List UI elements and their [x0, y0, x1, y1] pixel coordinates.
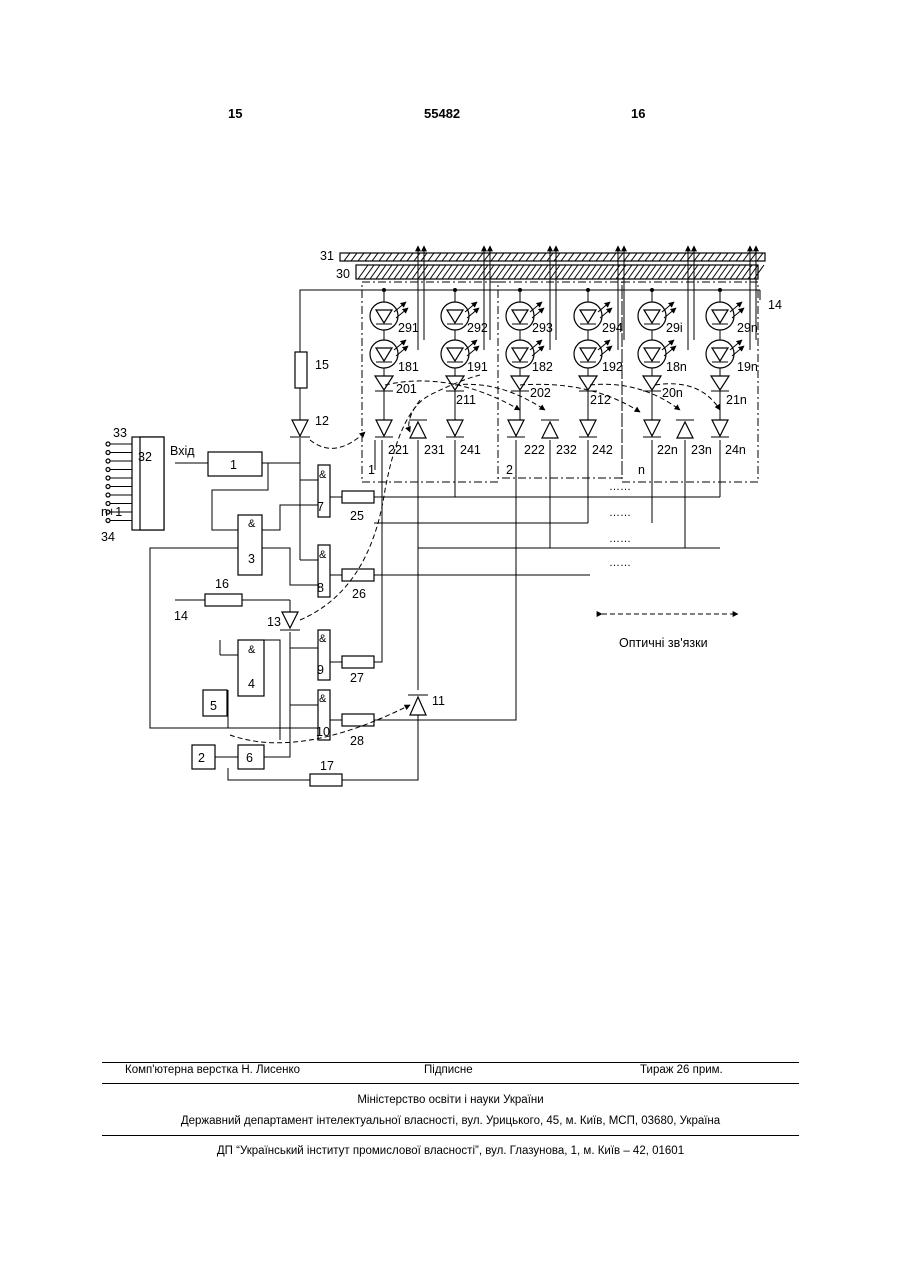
footer-rule-3	[102, 1135, 799, 1136]
svg-text:22n: 22n	[657, 443, 678, 457]
resistor-16	[205, 594, 242, 606]
footer-rule-1	[102, 1062, 799, 1063]
footer-subscription: Підписне	[424, 1064, 473, 1076]
label-6: 6	[246, 751, 253, 765]
svg-text:……: ……	[609, 557, 631, 569]
label-8: 8	[317, 581, 324, 595]
svg-text:&: &	[319, 693, 327, 705]
label-25: 25	[350, 509, 364, 523]
footer-typesetter: Комп'ютерна верстка Н. Лисенко	[125, 1064, 300, 1076]
label-13: 13	[267, 615, 281, 629]
label-28: 28	[350, 734, 364, 748]
label-input: Вхід	[170, 444, 195, 458]
label-14b: 14	[174, 609, 188, 623]
group-n-label: n	[638, 463, 645, 477]
footer-department: Державний департамент інтелектуальної вл…	[0, 1115, 901, 1127]
svg-text:21n: 21n	[726, 393, 747, 407]
label-2: 2	[198, 751, 205, 765]
diode-12	[292, 420, 308, 436]
label-10: 10	[316, 725, 330, 739]
label-11: 11	[432, 694, 445, 708]
svg-text:24n: 24n	[725, 443, 746, 457]
svg-text:291: 291	[398, 321, 419, 335]
svg-text:211: 211	[456, 393, 476, 407]
svg-text:29n: 29n	[737, 321, 758, 335]
resistor-26	[342, 569, 374, 581]
group-1-label: 1	[368, 463, 375, 477]
optical-links	[230, 375, 738, 743]
svg-text:182: 182	[532, 360, 553, 374]
label-n1: n+1	[101, 505, 122, 519]
svg-text:&: &	[319, 549, 327, 561]
resistor-25	[342, 491, 374, 503]
resistor-28	[342, 714, 374, 726]
label-9: 9	[317, 663, 324, 677]
resistor-17	[310, 774, 342, 786]
svg-text:19n: 19n	[737, 360, 758, 374]
svg-text:……: ……	[609, 481, 631, 493]
legend-optical-links: Оптичні зв'язки	[619, 636, 708, 650]
resistor-27	[342, 656, 374, 668]
svg-text:&: &	[248, 644, 256, 656]
footer-ministry: Міністерство освіти і науки України	[0, 1094, 901, 1106]
svg-text:191: 191	[467, 360, 488, 374]
label-3: 3	[248, 552, 255, 566]
label-34: 34	[101, 530, 115, 544]
svg-text:23n: 23n	[691, 443, 712, 457]
svg-text:&: &	[319, 633, 327, 645]
label-32: 32	[138, 450, 152, 464]
svg-text:232: 232	[556, 443, 577, 457]
svg-text:241: 241	[460, 443, 481, 457]
svg-text:201: 201	[396, 382, 417, 396]
svg-text:20n: 20n	[662, 386, 683, 400]
svg-text:212: 212	[590, 393, 611, 407]
label-7: 7	[317, 500, 324, 514]
label-1: 1	[230, 458, 237, 472]
svg-text:292: 292	[467, 321, 488, 335]
label-27: 27	[350, 671, 364, 685]
label-12: 12	[315, 414, 329, 428]
label-4: 4	[248, 677, 255, 691]
svg-text:192: 192	[602, 360, 623, 374]
label-26: 26	[352, 587, 366, 601]
svg-text:294: 294	[602, 321, 623, 335]
label-5: 5	[210, 699, 217, 713]
resistor-15	[295, 352, 307, 388]
label-30: 30	[336, 267, 350, 281]
label-14: 14	[768, 298, 782, 312]
footer-rule-2	[102, 1083, 799, 1084]
label-33: 33	[113, 426, 127, 440]
svg-text:……: ……	[609, 533, 631, 545]
diode-13	[282, 612, 298, 628]
group-2-label: 2	[506, 463, 513, 477]
label-31: 31	[320, 249, 334, 263]
footer-institute: ДП “Український інститут промислової вла…	[0, 1145, 901, 1157]
svg-text:&: &	[319, 469, 327, 481]
label-16: 16	[215, 577, 229, 591]
svg-text:293: 293	[532, 321, 553, 335]
svg-text:222: 222	[524, 443, 545, 457]
svg-text:18n: 18n	[666, 360, 687, 374]
svg-text:……: ……	[609, 507, 631, 519]
bar-31	[340, 253, 765, 261]
footer-circulation: Тираж 26 прим.	[640, 1064, 723, 1076]
label-17: 17	[320, 759, 334, 773]
svg-text:221: 221	[388, 443, 409, 457]
svg-text:231: 231	[424, 443, 445, 457]
bar-30	[356, 265, 764, 279]
svg-text:29i: 29i	[666, 321, 683, 335]
svg-text:242: 242	[592, 443, 613, 457]
diode-11	[410, 697, 426, 715]
svg-text:202: 202	[530, 386, 551, 400]
svg-text:&: &	[248, 518, 256, 530]
label-15: 15	[315, 358, 329, 372]
svg-text:181: 181	[398, 360, 419, 374]
